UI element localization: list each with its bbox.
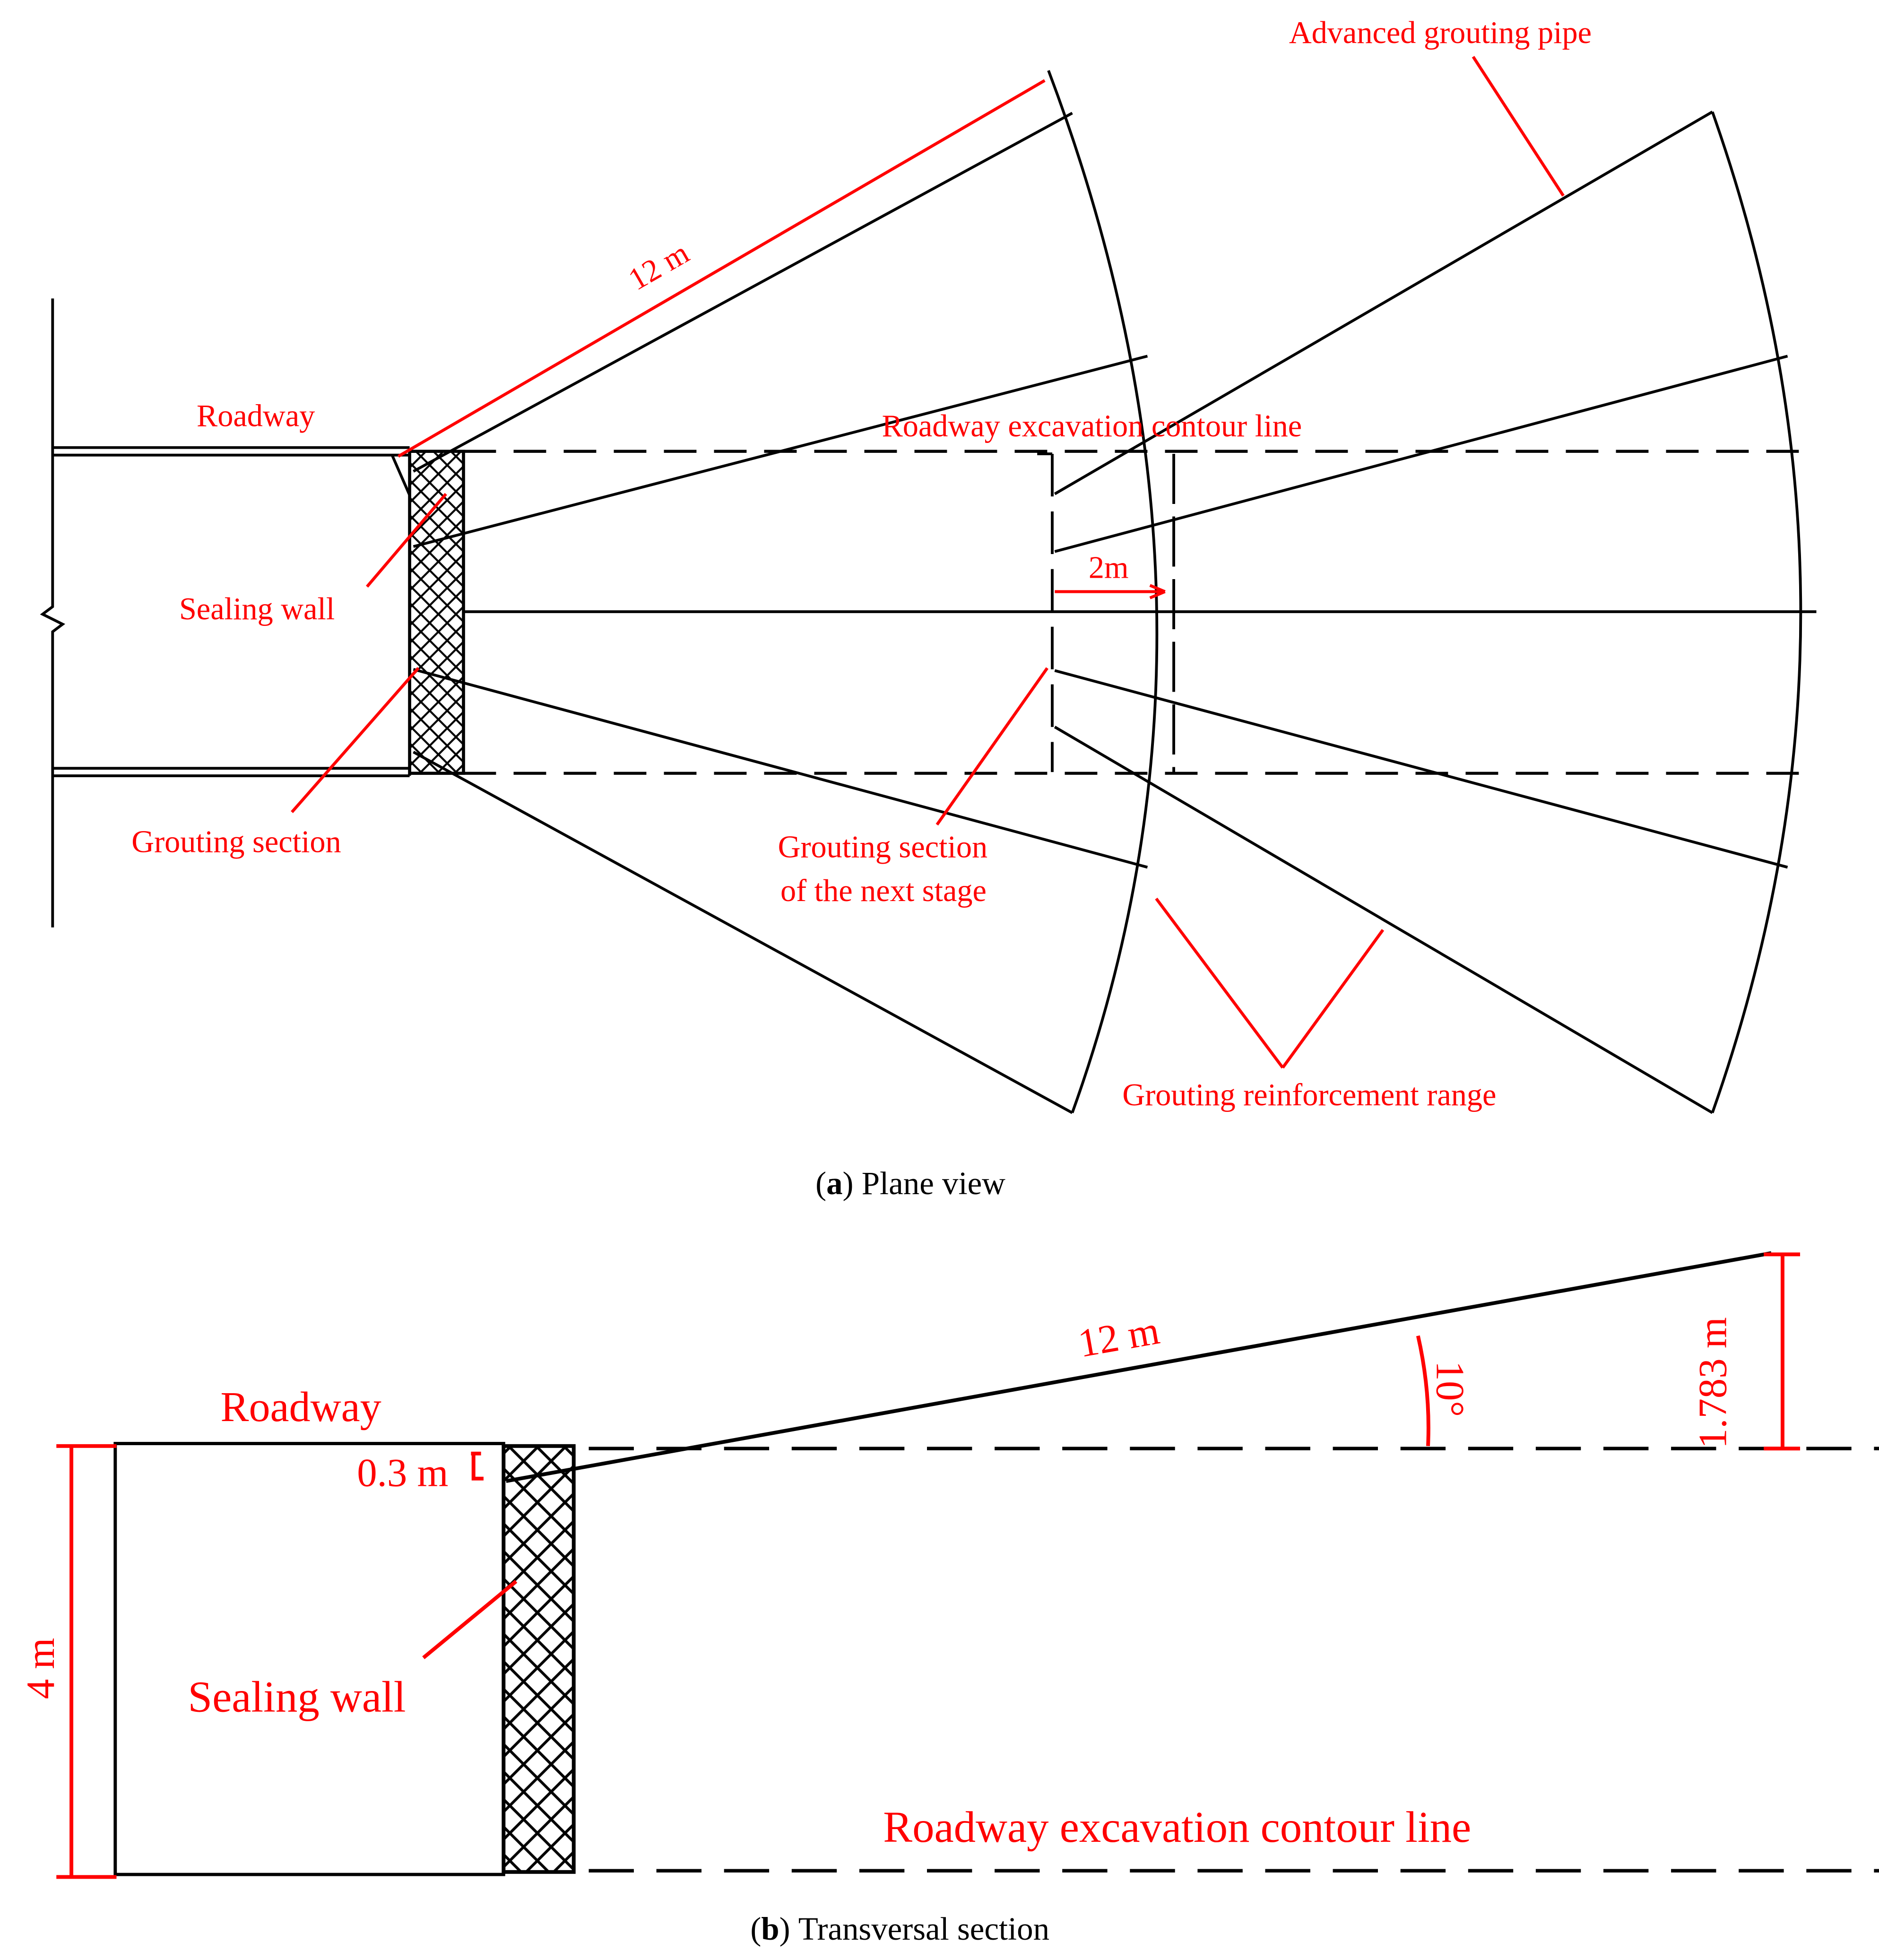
panel-b-labels: Roadway 12 m 0.3 m 10° 1.783 m 4 m Seali… xyxy=(18,1308,1735,1947)
caption-b-letter: b xyxy=(761,1911,779,1947)
next-stage-leader xyxy=(935,667,1049,826)
pipe-2-2 xyxy=(1054,355,1788,553)
arc-stage-2 xyxy=(1711,111,1802,1113)
dim-03m-label: 0.3 m xyxy=(357,1451,448,1495)
roadway-box xyxy=(113,1442,505,1876)
range-label: Grouting reinforcement range xyxy=(1122,1078,1496,1112)
arc-stage-1 xyxy=(1047,70,1159,1113)
caption-a-text: Plane view xyxy=(862,1165,1005,1201)
caption-b: (b) Transversal section xyxy=(750,1911,1049,1947)
pipe-2-1 xyxy=(1054,111,1714,495)
pipe-1-3 xyxy=(413,668,1148,869)
range-leader-left xyxy=(1155,897,1284,1069)
range-leader-right xyxy=(1282,929,1385,1069)
contour-label-b: Roadway excavation contour line xyxy=(883,1803,1471,1852)
grouting-section-leader xyxy=(291,667,420,813)
dim-4m-label: 4 m xyxy=(18,1638,63,1700)
roadway-label-a: Roadway xyxy=(197,399,315,434)
dim-1783-label: 1.783 m xyxy=(1691,1317,1735,1448)
angle-label: 10° xyxy=(1428,1361,1472,1417)
pipe-1-4 xyxy=(413,751,1073,1114)
sealing-wall-label-a: Sealing wall xyxy=(179,592,335,626)
pipe-2-4 xyxy=(1054,726,1714,1114)
next-stage-label-1: Grouting section xyxy=(778,830,987,864)
sealing-wall-label-b: Sealing wall xyxy=(188,1673,406,1722)
dim-03-marker xyxy=(471,1451,484,1481)
next-stage-label-2: of the next stage xyxy=(780,874,987,908)
corner-tick xyxy=(390,454,411,496)
sealing-wall-block-b xyxy=(502,1444,576,1874)
pipe-1-1 xyxy=(413,112,1073,473)
dim-12m-label-a: 12 m xyxy=(623,235,695,297)
grouting-pipe-b xyxy=(505,1251,1772,1483)
sealing-wall-leader xyxy=(366,493,447,588)
dim-2m-label: 2m xyxy=(1089,550,1129,585)
panel-b-annotations xyxy=(56,1252,1801,1879)
caption-b-text: Transversal section xyxy=(798,1911,1049,1947)
sealing-wall-leader-b xyxy=(422,1579,518,1659)
pipe-2-3 xyxy=(1054,669,1788,869)
pipe-leader xyxy=(1472,56,1565,197)
dim-12m-line xyxy=(398,79,1046,458)
caption-a: (a) Plane view xyxy=(815,1165,1005,1201)
panel-b-transversal-section xyxy=(113,1251,1879,1876)
dim-12m-label-b: 12 m xyxy=(1075,1308,1163,1366)
panel-a-annotations xyxy=(291,56,1565,1069)
dim-2m-arrow xyxy=(1149,584,1166,599)
sealing-wall-block xyxy=(408,450,465,775)
panel-a-plane-view xyxy=(40,70,1817,1114)
panel-a-labels: Roadway 12 m Roadway excavation contour … xyxy=(131,16,1592,1201)
contour-label-a: Roadway excavation contour line xyxy=(882,409,1302,443)
pipe-label: Advanced grouting pipe xyxy=(1289,16,1592,50)
caption-a-letter: a xyxy=(826,1165,842,1201)
grouting-section-label: Grouting section xyxy=(131,825,341,859)
angle-arc xyxy=(1416,1335,1430,1446)
break-line xyxy=(40,298,66,928)
pipe-1-2 xyxy=(413,355,1148,548)
roadway-label-b: Roadway xyxy=(220,1384,381,1431)
